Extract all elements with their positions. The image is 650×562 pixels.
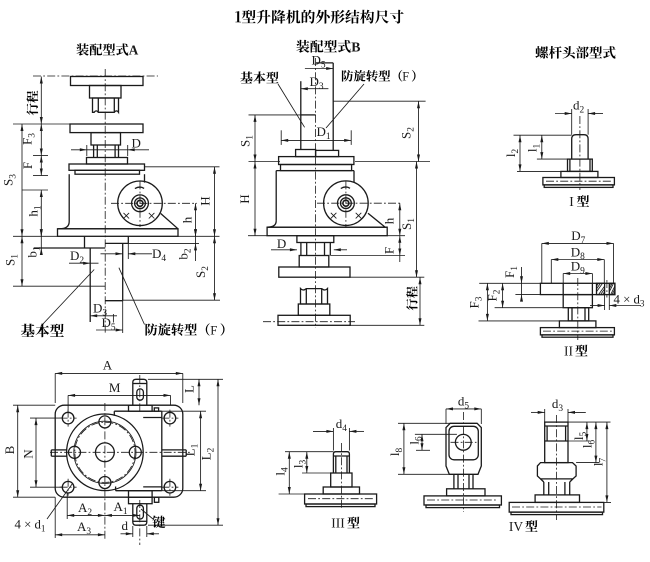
svg-text:h: h — [382, 217, 397, 224]
svg-text:d3: d3 — [552, 396, 564, 414]
svg-text:F: F — [402, 70, 409, 84]
svg-text:d5: d5 — [458, 394, 470, 412]
svg-text:l5: l5 — [571, 432, 589, 441]
svg-text:N: N — [21, 449, 36, 459]
svg-text:IV: IV — [509, 519, 523, 534]
svg-text:F: F — [210, 324, 217, 338]
svg-text:4 × d3: 4 × d3 — [614, 293, 645, 309]
svg-text:d2: d2 — [573, 98, 585, 116]
svg-text:l2: l2 — [503, 149, 521, 158]
svg-text:II: II — [564, 344, 573, 359]
svg-text:III: III — [331, 516, 345, 531]
svg-text:h1: h1 — [26, 205, 44, 217]
svg-text:l3: l3 — [291, 460, 309, 469]
svg-text:H: H — [198, 196, 213, 205]
svg-text:A: A — [103, 358, 113, 373]
svg-text:F: F — [20, 162, 35, 169]
svg-text:I: I — [569, 194, 574, 209]
svg-text:D: D — [132, 136, 141, 151]
svg-text:B: B — [2, 445, 17, 454]
svg-text:l4: l4 — [273, 467, 291, 476]
svg-text:M: M — [109, 380, 121, 395]
svg-text:h: h — [180, 216, 195, 223]
svg-text:A: A — [129, 43, 139, 58]
svg-text:l7: l7 — [591, 458, 609, 467]
svg-text:F: F — [382, 247, 397, 254]
svg-text:l6: l6 — [580, 440, 598, 449]
svg-text:B: B — [351, 40, 360, 55]
svg-text:l1: l1 — [525, 144, 543, 153]
svg-text:d4: d4 — [336, 416, 348, 434]
svg-text:L: L — [182, 385, 197, 393]
svg-text:b2: b2 — [176, 248, 194, 260]
svg-text:4 × d1: 4 × d1 — [15, 518, 46, 534]
svg-text:l8: l8 — [387, 448, 405, 457]
svg-text:D: D — [277, 236, 286, 251]
svg-text:l6: l6 — [407, 436, 425, 445]
svg-text:b1: b1 — [25, 246, 43, 258]
svg-text:d: d — [122, 518, 129, 533]
svg-text:H: H — [237, 194, 252, 203]
